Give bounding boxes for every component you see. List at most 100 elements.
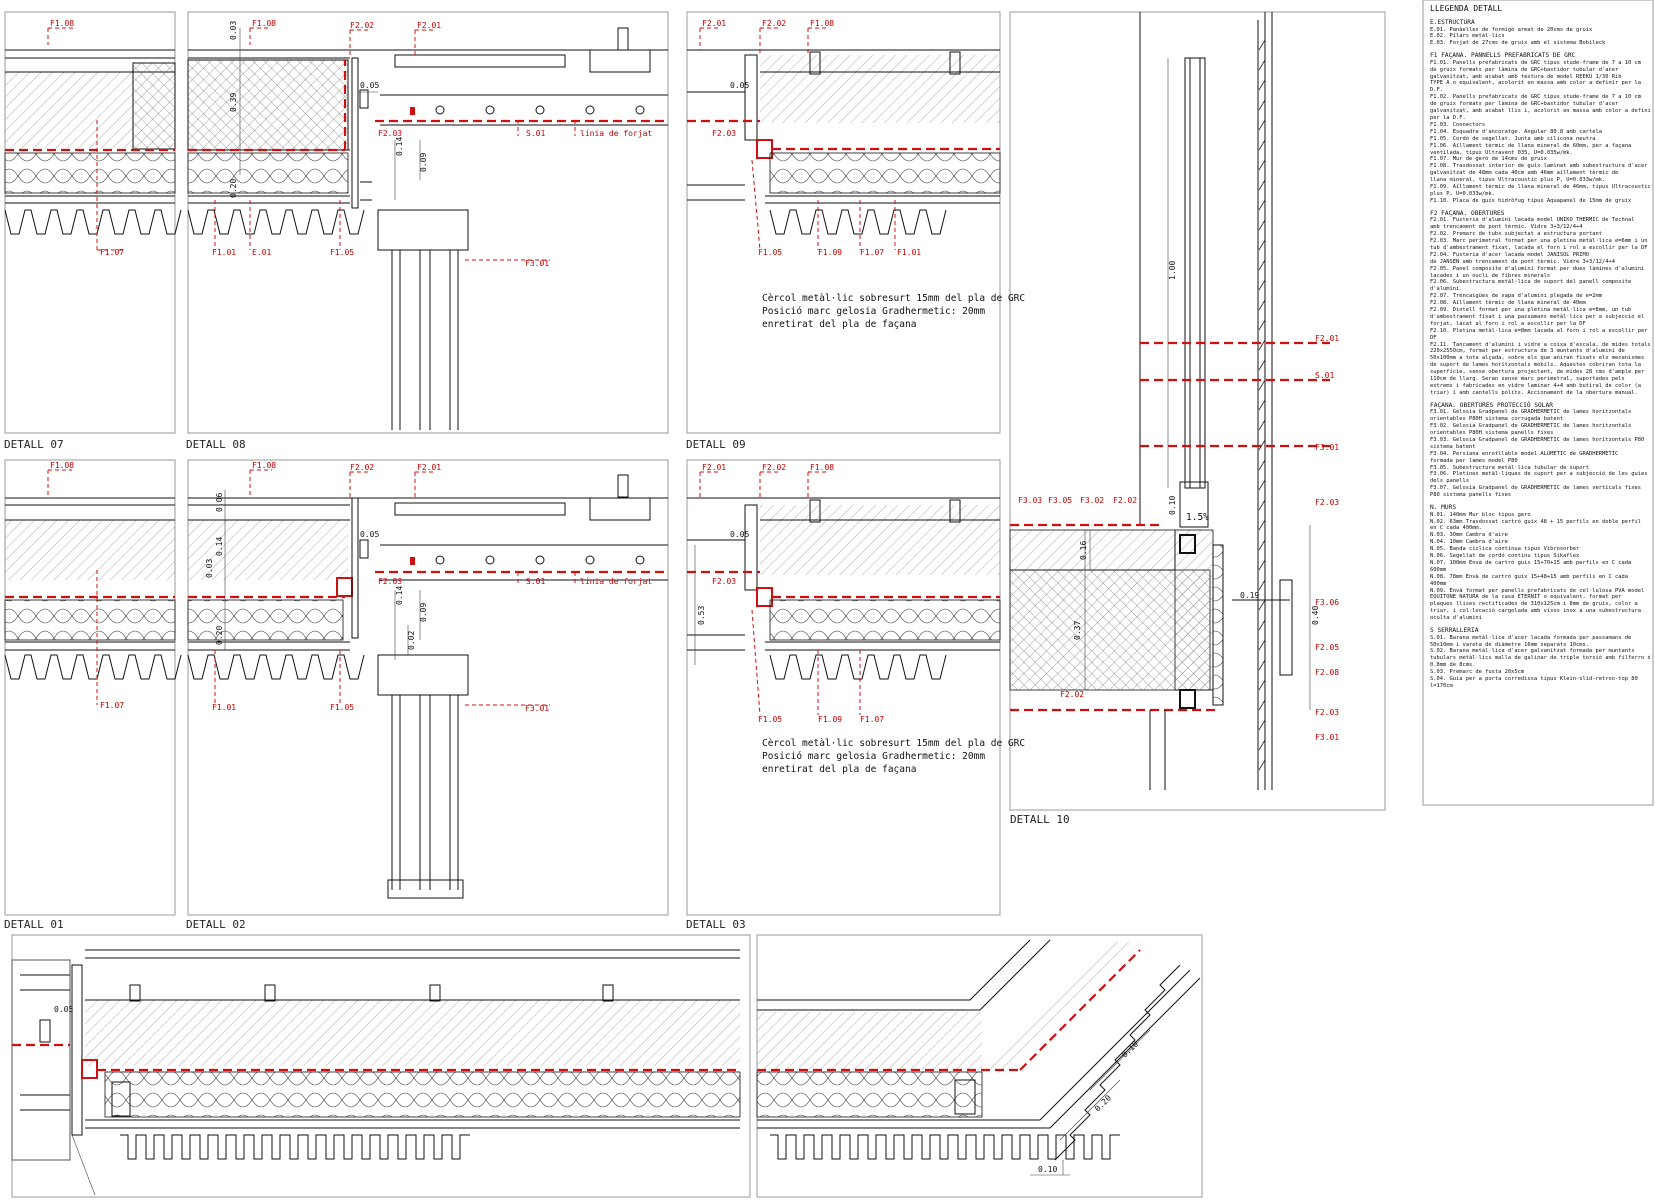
detall-01-drawing — [4, 469, 182, 705]
label-f301-d08: F3.01 — [525, 259, 549, 268]
legend-item: d'alumini. — [1430, 286, 1463, 293]
label-f107-d07: F1.07 — [100, 248, 124, 257]
dim-006-d02: 0.06 — [215, 493, 224, 512]
label-f202-d09: F2.02 — [762, 19, 786, 28]
legend-item: forjat, lacat al forn i rol a escollir p… — [1430, 320, 1586, 327]
legend-item: N.04. 10mm Cambra d'aire — [1430, 539, 1508, 546]
label-f203-d10-top: F2.03 — [1315, 498, 1339, 507]
legend-title: LLEGENDA DETALL — [1430, 4, 1503, 13]
legend-item: lacades i un nucli de fibres minerals — [1430, 272, 1551, 279]
label-s01-d10: S.01 — [1315, 371, 1334, 380]
note-line3-d03: enretirat del pla de façana — [762, 764, 916, 775]
label-forjat-d02: línia de forjat — [580, 577, 652, 586]
label-f201-d10: F2.01 — [1315, 334, 1339, 343]
label-f108-d07: F1.08 — [50, 19, 74, 28]
dim-040-d10: 0.40 — [1311, 606, 1320, 625]
legend-item: 50x10mm i vareta de diàmetre 16mm separa… — [1430, 641, 1590, 648]
legend-item: F2.06. Subestructura metàl·lica de supor… — [1430, 279, 1632, 286]
detall-08-drawing — [187, 27, 668, 430]
label-f201-d08: F2.01 — [417, 21, 441, 30]
legend-item: F3.06. Pletines metàl·liques de suport p… — [1430, 471, 1648, 478]
legend-item: 0.8mm de 8cms. — [1430, 662, 1476, 669]
legend-item: per la D.F. — [1430, 114, 1466, 121]
dim-005-bottom: 0.05 — [54, 1005, 73, 1014]
legend-item: F2.05. Panel composite d'alumini format … — [1430, 265, 1645, 272]
dim-039-d08: 0.39 — [229, 93, 238, 112]
legend-item: N.05. Banda cíclica continua tipus Vibro… — [1430, 546, 1580, 553]
note-line3-d09: enretirat del pla de façana — [762, 319, 916, 330]
dim-009-d08: 0.09 — [419, 153, 428, 172]
label-f302-d10: F3.02 — [1080, 496, 1104, 505]
legend-item: l=170cm — [1430, 682, 1453, 689]
label-f108-d02: F1.08 — [252, 461, 276, 470]
legend-item: F1.08. Trasdossat interior de guix lamin… — [1430, 163, 1648, 170]
legend-item: amb trencament de pont tèrmic. Vidre 3+3… — [1430, 224, 1583, 231]
legend-item: de suport de lames horitzontals mòbils. … — [1430, 362, 1641, 369]
legend-item: P80 sistema panells fixes — [1430, 492, 1512, 499]
legend-item: F1.04. Esquadra d'ancoratge. Angular 80.… — [1430, 128, 1603, 135]
label-f203-d08: F2.03 — [378, 129, 402, 138]
title-detall-09: DETALL 09 — [686, 438, 746, 451]
legend-item: E.01. Panàelles de formigó armat de 20cm… — [1430, 26, 1593, 33]
label-f108-d01: F1.08 — [50, 461, 74, 470]
legend-item: tub d'ambestrament fixat, lacada el forn… — [1430, 244, 1648, 251]
label-f301-d02: F3.01 — [525, 704, 549, 713]
dim-020-d02: 0.20 — [215, 626, 224, 645]
legend-item: D.F. — [1430, 87, 1443, 94]
legend-section-heading: F2 FAÇANA. OBERTURES — [1430, 209, 1505, 217]
label-f108-d08: F1.08 — [252, 19, 276, 28]
panel-detall-02 — [187, 459, 669, 916]
legend-item: EQUITONE NATURA de la casa ETERNIT o equ… — [1430, 594, 1622, 601]
label-f202-d02: F2.02 — [350, 463, 374, 472]
dim-005-d08: 0.05 — [360, 81, 379, 90]
legend-item: 400mm — [1430, 580, 1447, 587]
dim-002-d02: 0.02 — [407, 631, 416, 650]
legend-item: S.01. Barana metàl·lica d'acer lacada fo… — [1430, 634, 1632, 641]
dim-003-d02: 0.03 — [205, 559, 214, 578]
dim-053-d03: 0.53 — [697, 606, 706, 625]
dim-100-d10: 1.00 — [1168, 261, 1177, 280]
label-f201-d09: F2.01 — [702, 19, 726, 28]
legend-item: galvanitzat, amb acabat llis i, acolorit… — [1430, 108, 1650, 115]
label-f305-d10: F3.05 — [1048, 496, 1072, 505]
label-s01-d08: S.01 — [526, 129, 545, 138]
legend-item: F3.07. Gelosia Gradpanel de GRADHERMETIC… — [1430, 485, 1641, 492]
legend-panel — [1422, 0, 1654, 806]
legend-item: F2.02. Premarc de tubs subjectat a estru… — [1430, 231, 1603, 238]
legend-item: F2.07. Trencaigües de xapa d'alumini ple… — [1430, 293, 1603, 300]
legend-item: F2.11. Tancament d'alumini i vidre a coi… — [1430, 341, 1650, 348]
legend-section-heading: E.ESTRUCTURA — [1430, 19, 1475, 26]
dim-009-d02: 0.09 — [419, 603, 428, 622]
dim-010-d10: 0.10 — [1168, 496, 1177, 515]
detall-07-drawing — [4, 27, 182, 251]
title-detall-07: DETALL 07 — [4, 438, 64, 451]
panel-detall-07 — [4, 11, 176, 434]
panel-detall-01 — [4, 459, 176, 916]
slope-d10: 1.5% — [1186, 512, 1209, 523]
note-line1-d03: Cèrcol metàl·lic sobresurt 15mm del pla … — [762, 738, 1025, 749]
legend-item: F3.01. Gelosia Gradpanel de GRADHERMETIC… — [1430, 409, 1632, 416]
label-f301-d10: F3.01 — [1315, 443, 1339, 452]
legend-item: N.07. 100mm Envà de cartró guix 15+70+15… — [1430, 559, 1632, 566]
legend-item: N.02. 63mm Trasdossat cartró guix 48 + 1… — [1430, 518, 1641, 525]
title-detall-10: DETALL 10 — [1010, 813, 1070, 826]
legend-item: N.01. 140mm Mur bloc tipus gero — [1430, 511, 1531, 518]
label-f108-d09: F1.08 — [810, 19, 834, 28]
label-f202-d03: F2.02 — [762, 463, 786, 472]
legend-section-heading: S SERRALLERIA — [1430, 627, 1479, 635]
legend-item: N.08. 78mm Envà de cartró guix 15+48+15 … — [1430, 573, 1628, 580]
label-f105-d02: F1.05 — [330, 703, 354, 712]
legend-item: tubulars metàl·lics malla de galinar de … — [1430, 655, 1650, 662]
dim-019-d10: 0.19 — [1240, 591, 1259, 600]
dim-016-d10: 0.16 — [1079, 541, 1088, 560]
label-f208-d10: F2.08 — [1315, 668, 1339, 677]
label-s01-d02: S.01 — [526, 577, 545, 586]
label-f201-d02: F2.01 — [417, 463, 441, 472]
legend-item: F3.04. Persiana enrotllable model ALUMET… — [1430, 450, 1619, 457]
label-f203-d03: F2.03 — [712, 577, 736, 586]
title-detall-02: DETALL 02 — [186, 918, 246, 931]
detall-10-drawing — [1009, 12, 1330, 790]
legend-item: oculta d'alumini — [1430, 615, 1482, 622]
panel-detall-08 — [187, 11, 669, 434]
